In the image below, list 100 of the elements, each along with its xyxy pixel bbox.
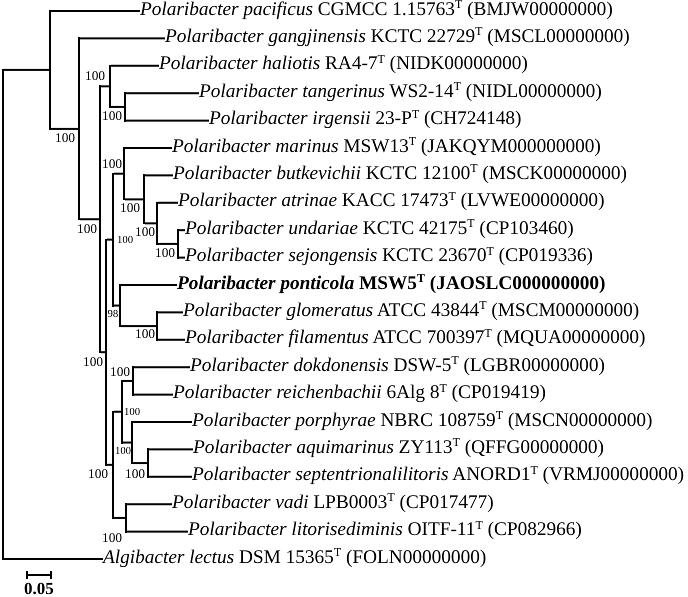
branch-line: [125, 198, 143, 200]
taxon-label: Algibacter lectus DSM 15365$^{T}$ (FOLN00000000): [103, 546, 486, 568]
vertical-branch-line: [112, 410, 114, 519]
bootstrap-value: 100: [135, 225, 155, 239]
vertical-branch-line: [123, 147, 125, 200]
vertical-branch-line: [119, 284, 121, 328]
taxon-label: Polaribacter glomeratus ATCC 43844$^{T}$ (MSCM00000000): [183, 300, 640, 322]
taxon-label: Polaribacter ponticola MSW5$^{T}$ (JAOSLC000000000): [177, 272, 606, 294]
vertical-branch-line: [124, 92, 126, 122]
bootstrap-value: 100: [135, 327, 155, 341]
branch-line: [123, 442, 131, 444]
branch-line: [158, 311, 183, 314]
taxon-label: Polaribacter sejongensis KCTC 23670$^{T}$ (CP019336): [185, 245, 593, 268]
taxon-label: Polaribacter marinus MSW13$^{T}$ (JAKQYM000000000): [172, 136, 601, 158]
taxon-label: Polaribacter septentrionalilitoris ANORD1$^{T}$ (VRMJ00000000): [192, 464, 684, 486]
bootstrap-value: 100: [155, 246, 175, 260]
vertical-branch-line: [78, 37, 80, 220]
vertical-branch-line: [2, 68, 4, 560]
branch-line: [114, 172, 123, 175]
branch-line: [134, 366, 190, 368]
bootstrap-value: 98: [108, 308, 118, 320]
branch-line: [80, 37, 165, 40]
taxon-label: Polaribacter pacificus CGMCC 1.15763$^{T}$ (BMJW00000000): [140, 0, 613, 20]
taxon-label: Polaribacter reichenbachii 6Alg 8$^{T}$ (CP019419): [173, 382, 546, 404]
taxon-label: Polaribacter filamentus ATCC 700397$^{T}$ (MQUA00000000): [185, 327, 646, 350]
vertical-branch-line: [125, 503, 127, 533]
bootstrap-value: 100: [77, 222, 97, 236]
taxon-label: Polaribacter tangerinus WS2-14$^{T}$ (NIDL00000000): [199, 80, 602, 103]
branch-line: [114, 516, 125, 519]
bootstrap-value: 100: [55, 131, 75, 145]
taxon-label: Polaribacter dokdonensis DSW-5$^{T}$ (LGBR00000000): [190, 354, 605, 377]
branch-line: [125, 147, 172, 149]
vertical-branch-line: [132, 366, 134, 396]
branch-line: [114, 410, 121, 413]
branch-line: [51, 10, 140, 12]
bootstrap-value: 100: [114, 445, 131, 457]
bootstrap-value: 100: [117, 234, 134, 246]
branch-line: [158, 242, 177, 245]
bootstrap-value: 100: [102, 109, 122, 123]
bootstrap-value: 100: [85, 69, 105, 83]
branch-line: [107, 464, 112, 466]
branch-line: [4, 558, 103, 560]
branch-line: [149, 448, 193, 450]
branch-line: [101, 85, 109, 88]
branch-line: [133, 421, 192, 423]
branch-line: [134, 394, 173, 396]
bootstrap-value: 100: [124, 406, 140, 418]
branch-line: [111, 106, 124, 108]
vertical-branch-line: [109, 64, 111, 108]
branch-line: [114, 304, 119, 307]
vertical-branch-line: [131, 421, 133, 464]
branch-line: [145, 222, 156, 224]
taxon-label: Polaribacter litorisediminis OITF-11$^{T}$ (CP082966): [188, 519, 582, 542]
vertical-branch-line: [112, 172, 114, 307]
branch-line: [179, 229, 185, 232]
branch-line: [111, 64, 159, 67]
vertical-branch-line: [49, 10, 51, 130]
bootstrap-value: 100: [110, 365, 130, 379]
branch-line: [127, 503, 172, 506]
vertical-branch-line: [143, 174, 145, 224]
branch-line: [121, 325, 156, 328]
branch-line: [51, 128, 78, 130]
bootstrap-value: 100: [120, 201, 140, 215]
taxon-label: Polaribacter porphyrae NBRC 108759$^{T}$ (MSCN00000000): [192, 410, 652, 432]
bootstrap-value: 100: [102, 157, 122, 171]
branch-line: [107, 238, 112, 241]
bootstrap-value: 100: [83, 355, 103, 369]
vertical-branch-line: [105, 238, 107, 466]
branch-line: [158, 202, 178, 204]
taxon-label: Polaribacter butkevichii KCTC 12100$^{T}$ (MSCK00000000): [173, 162, 627, 185]
branch-line: [149, 476, 192, 478]
branch-line: [145, 174, 173, 176]
bootstrap-value: 100: [102, 531, 122, 545]
branch-line: [133, 462, 147, 464]
bootstrap-value: 100: [125, 467, 145, 481]
branch-line: [4, 68, 49, 71]
branch-line: [80, 218, 99, 220]
taxon-label: Polaribacter undariae KCTC 42175$^{T}$ (CP103460): [185, 218, 574, 240]
vertical-branch-line: [177, 229, 179, 259]
branch-line: [121, 284, 177, 286]
taxon-label: Polaribacter irgensii 23-P$^{T}$ (CH724148): [209, 108, 522, 130]
branch-line: [101, 351, 105, 354]
bootstrap-value: 100: [88, 467, 108, 481]
vertical-branch-line: [156, 202, 158, 245]
branch-line: [123, 380, 132, 382]
taxon-label: Polaribacter aquimarinus ZY113$^{T}$ (QFFG00000000): [193, 436, 604, 459]
vertical-branch-line: [156, 311, 158, 341]
branch-line: [179, 256, 185, 259]
taxon-label: Polaribacter haliotis RA4-7$^{T}$ (NIDK00000000): [159, 53, 528, 76]
taxon-label: Polaribacter gangjinensis KCTC 22729$^{T}$ (MSCL00000000): [165, 26, 630, 48]
branch-line: [127, 530, 188, 533]
vertical-branch-line: [121, 380, 123, 444]
scale-value: 0.05: [24, 582, 54, 596]
branch-line: [126, 92, 199, 94]
branch-line: [126, 120, 209, 122]
taxon-label: Polaribacter vadi LPB0003$^{T}$ (CP017477): [172, 492, 494, 514]
branch-line: [158, 338, 185, 341]
vertical-branch-line: [99, 85, 101, 354]
taxon-label: Polaribacter atrinae KACC 17473$^{T}$ (LVWE00000000): [178, 190, 604, 212]
vertical-branch-line: [147, 448, 149, 478]
